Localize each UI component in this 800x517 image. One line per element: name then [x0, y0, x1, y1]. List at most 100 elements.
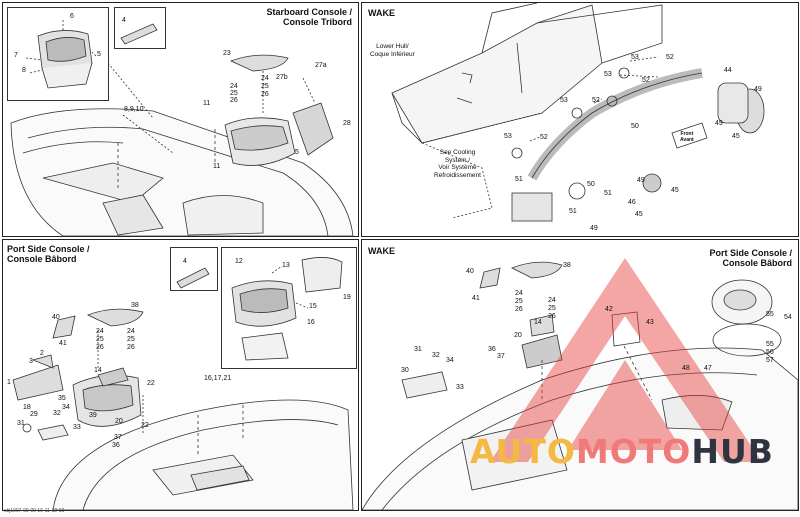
callout-label: 45	[635, 211, 643, 218]
callout-label: 29	[30, 411, 38, 418]
callout-label: 26	[96, 344, 104, 351]
callout-label: 40	[466, 268, 474, 275]
callout-label: 28	[343, 120, 351, 127]
callout-label: 33	[456, 384, 464, 391]
callout-label: 49	[590, 225, 598, 232]
note-front: Front Avant	[680, 131, 694, 143]
callout-label: 45	[671, 187, 679, 194]
callout-label: 46	[628, 199, 636, 206]
callout-label: 26	[548, 313, 556, 320]
callout-label: 36	[112, 442, 120, 449]
callout-label: 33	[73, 424, 81, 431]
diagram-port-console	[12, 308, 354, 510]
callout-label: 54	[784, 314, 792, 321]
callout-label: 36	[488, 346, 496, 353]
watermark-part-moto: MOTO	[575, 432, 692, 471]
watermark-part-hub: HUB	[691, 432, 774, 471]
callout-label: 49	[715, 120, 723, 127]
callout-label: 18	[23, 404, 31, 411]
callout-label: 27b	[276, 74, 288, 81]
panel-wake-port-console: WAKE Port Side Console / Console Bâbord …	[361, 239, 799, 511]
callout-label: 1	[7, 379, 11, 386]
callout-label: 4	[122, 17, 126, 24]
callout-label: 41	[59, 340, 67, 347]
callout-label: 51	[569, 208, 577, 215]
callout-label: 41	[472, 295, 480, 302]
callout-label: 53	[560, 97, 568, 104]
callout-label: 49	[637, 177, 645, 184]
callout-label: 53	[604, 71, 612, 78]
callout-label: 52	[592, 97, 600, 104]
callout-label: 38	[563, 262, 571, 269]
callout-label: 37	[497, 353, 505, 360]
callout-label: 52	[642, 77, 650, 84]
callout-label: 24	[515, 290, 523, 297]
callout-label: 57	[766, 357, 774, 364]
callout-label: 26	[230, 97, 238, 104]
callout-label: 25	[230, 90, 238, 97]
callout-label: 19	[343, 294, 351, 301]
callout-label: 47	[704, 365, 712, 372]
panel-title: WAKE	[368, 8, 395, 18]
panel-wake-exhaust: WAKE Lower Hull/ Coque Inférieur See Coo…	[361, 2, 799, 237]
callout-label: 55	[766, 311, 774, 318]
callout-label: 42	[605, 306, 613, 313]
callout-label: 40	[52, 314, 60, 321]
callout-label: 26	[127, 344, 135, 351]
watermark-text: AUTOMOTOHUB	[470, 432, 774, 471]
callout-label: 26	[515, 306, 523, 313]
callout-label: 56	[766, 349, 774, 356]
watermark-part-auto: AUTO	[470, 432, 576, 471]
callout-label: 52	[540, 134, 548, 141]
callout-label: 51	[604, 190, 612, 197]
callout-label: 23	[223, 50, 231, 57]
callout-label: 55	[766, 341, 774, 348]
panel-title: WAKE	[368, 246, 395, 256]
callout-label: 50	[587, 181, 595, 188]
callout-label: 5	[97, 51, 101, 58]
callout-label: 15	[309, 303, 317, 310]
callout-label: 12	[235, 258, 243, 265]
callout-label: 2	[40, 350, 44, 357]
callout-label: 50	[631, 123, 639, 130]
panel-port-console: Port Side Console / Console Bâbord 4 13 …	[2, 239, 359, 511]
callout-label: 8,9,10	[124, 106, 144, 113]
callout-label: 14	[94, 367, 102, 374]
callout-label: 53	[504, 133, 512, 140]
callout-label: 11	[213, 163, 221, 170]
callout-label: 45	[732, 133, 740, 140]
panel-title: Port Side Console / Console Bâbord	[7, 244, 90, 264]
callout-label: 6	[70, 13, 74, 20]
callout-label: 20	[514, 332, 522, 339]
watermark-logo	[490, 258, 762, 462]
panel-title: Starboard Console / Console Tribord	[266, 7, 352, 27]
callout-label: 13	[282, 262, 290, 269]
callout-label: 34	[62, 404, 70, 411]
callout-label: 11	[203, 100, 211, 107]
callout-label: 26	[261, 91, 269, 98]
callout-label: 25	[96, 336, 104, 343]
callout-label: 37	[114, 434, 122, 441]
callout-label: 25	[548, 305, 556, 312]
callout-label: 31	[414, 346, 422, 353]
inset-strip	[114, 7, 166, 49]
callout-label: 22	[147, 380, 155, 387]
callout-label: 3	[29, 358, 33, 365]
note-lower-hull: Lower Hull/ Coque Inférieur	[370, 43, 415, 58]
callout-label: 53	[631, 54, 639, 61]
callout-label: 27a	[315, 62, 327, 69]
callout-label: 25	[261, 83, 269, 90]
callout-label: 7	[14, 52, 18, 59]
diagram-starboard-console	[10, 54, 354, 236]
callout-label: 20	[115, 418, 123, 425]
callout-label: 48	[682, 365, 690, 372]
inset-console-detail	[7, 7, 109, 101]
panel-starboard-console: Starboard Console / Console Tribord 6 7 …	[2, 2, 359, 237]
callout-label: 24	[261, 75, 269, 82]
callout-label: 31	[17, 420, 25, 427]
callout-label: 44	[724, 67, 732, 74]
callout-label: 39	[89, 412, 97, 419]
callout-label: 34	[446, 357, 454, 364]
callout-label: 43	[646, 319, 654, 326]
callout-label: 25	[515, 298, 523, 305]
